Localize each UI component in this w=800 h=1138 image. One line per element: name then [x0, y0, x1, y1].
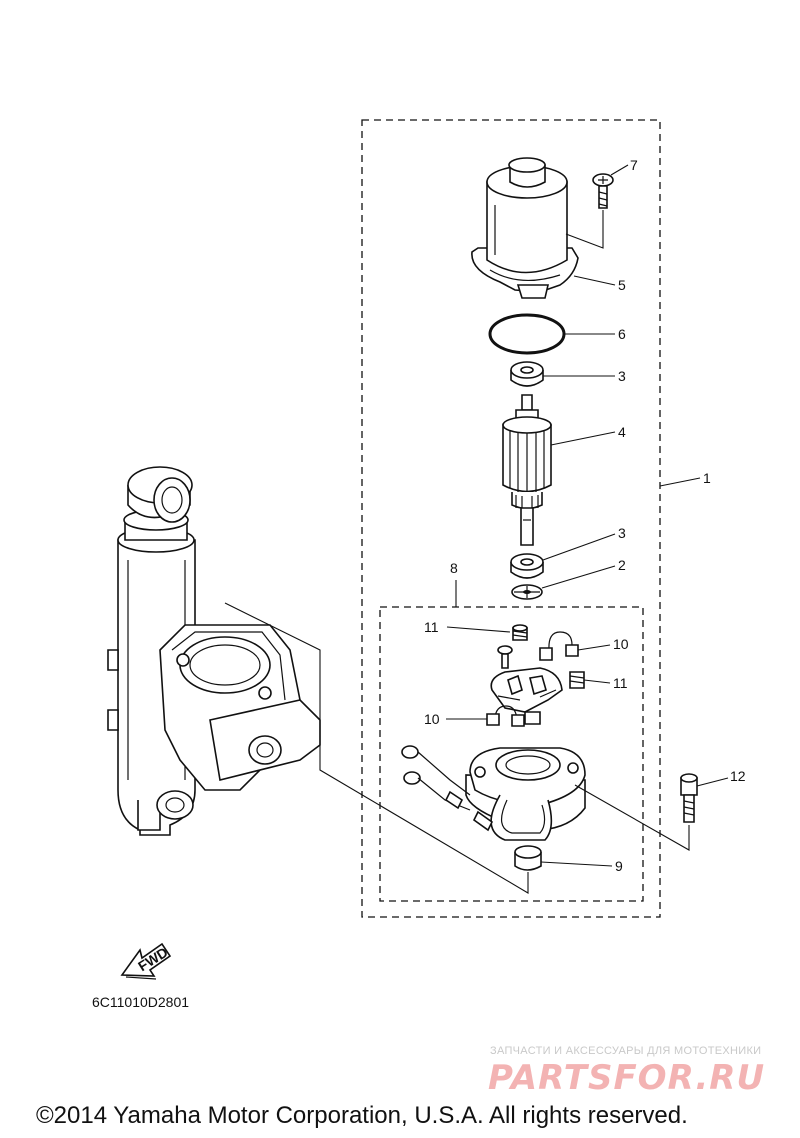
- end-frame-assembly: [401, 745, 586, 841]
- callout-10-upper: 10: [613, 636, 629, 652]
- spring-11-upper: [512, 624, 528, 641]
- bearing-3-upper: [510, 361, 544, 387]
- callout-2: 2: [618, 557, 626, 573]
- tilt-cylinder-assembly: [107, 466, 321, 836]
- watermark-logo: PARTSFOR.RU: [488, 1058, 766, 1098]
- o-ring-6: [488, 313, 566, 355]
- callout-8: 8: [450, 560, 458, 576]
- spring-11-right: [569, 671, 585, 689]
- brush-10-lower: [486, 705, 525, 727]
- callout-3-upper: 3: [618, 368, 626, 384]
- callout-9: 9: [615, 858, 623, 874]
- nut-9: [514, 845, 542, 871]
- assembly-box-8: [379, 606, 644, 902]
- diagram-code: 6C11010D2801: [92, 994, 190, 1010]
- copyright-notice: ©2014 Yamaha Motor Corporation, U.S.A. A…: [36, 1102, 688, 1129]
- motor-yoke-5: [471, 157, 579, 299]
- callout-6: 6: [618, 326, 626, 342]
- leader-lines: [224, 164, 729, 894]
- brush-10-upper: [539, 631, 579, 661]
- callout-7: 7: [630, 157, 638, 173]
- callout-12: 12: [730, 768, 746, 784]
- bolt-12: [680, 773, 698, 823]
- callout-11-upper: 11: [424, 619, 439, 635]
- callout-3-lower: 3: [618, 525, 626, 541]
- bearing-3-lower: [510, 553, 544, 579]
- callout-11-right: 11: [613, 675, 628, 691]
- brush-terminal-lower: [524, 711, 541, 725]
- fwd-arrow-icon: FWD: [120, 942, 172, 980]
- callout-4: 4: [618, 424, 626, 440]
- washer-2: [511, 584, 543, 600]
- assembly-box-1: [361, 119, 661, 918]
- armature-4: [502, 394, 552, 546]
- brush-holder-plate: [490, 667, 563, 713]
- watermark-tagline: ЗАПЧАСТИ И АКСЕССУАРЫ ДЛЯ МОТОТЕХНИКИ: [490, 1045, 762, 1057]
- screw-brush-holder: [497, 645, 513, 669]
- callout-10-lower: 10: [424, 711, 440, 727]
- callout-5: 5: [618, 277, 626, 293]
- screw-7: [592, 173, 614, 209]
- callout-1: 1: [703, 470, 711, 486]
